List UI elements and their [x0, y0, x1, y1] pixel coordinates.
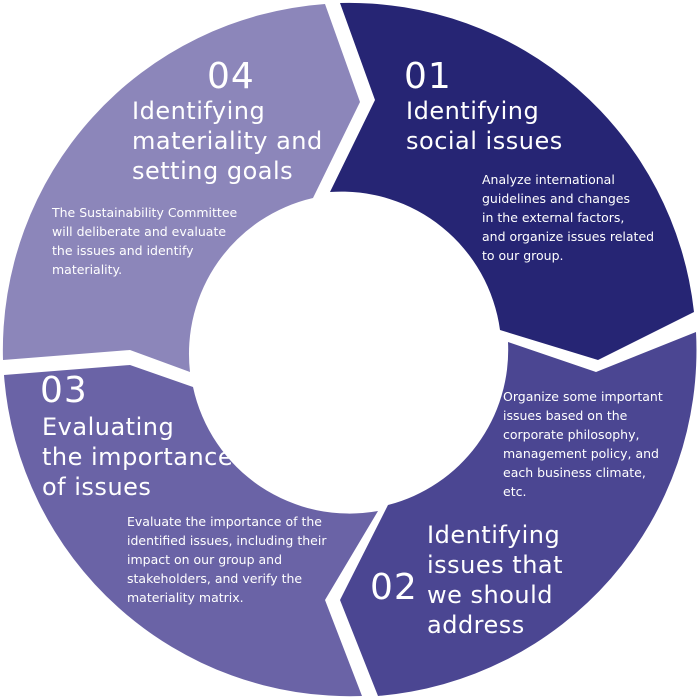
- step-04-title-line: materiality and: [132, 127, 323, 155]
- step-01-description-line: to our group.: [482, 248, 564, 263]
- step-02-description-line: Organize some important: [503, 389, 663, 404]
- step-02-description-line: each business climate,: [503, 465, 646, 480]
- step-03-description-line: materiality matrix.: [127, 590, 244, 605]
- step-03-description-line: Evaluate the importance of the: [127, 514, 322, 529]
- step-03-title-line: Evaluating: [42, 413, 175, 441]
- step-04-title-line: setting goals: [132, 157, 294, 185]
- step-02-title-line: Identifying: [427, 521, 561, 549]
- step-02-description-line: corporate philosophy,: [503, 427, 640, 442]
- step-03-number: 03: [40, 370, 88, 411]
- step-04-number: 04: [207, 56, 255, 97]
- step-01-description-line: and organize issues related: [482, 229, 655, 244]
- step-03-title-line: the importance: [42, 443, 234, 471]
- step-02-number: 02: [370, 567, 418, 608]
- step-01-description-line: in the external factors,: [482, 210, 625, 225]
- step-02-description-line: management policy, and: [503, 446, 659, 461]
- step-04-description-line: materiality.: [52, 262, 123, 277]
- step-04-title-line: Identifying: [132, 97, 266, 125]
- step-02-description-line: etc.: [503, 484, 527, 499]
- step-03-description-line: stakeholders, and verify the: [127, 571, 303, 586]
- step-01-description-line: guidelines and changes: [482, 191, 631, 206]
- step-04-description-line: the issues and identify: [52, 243, 194, 258]
- step-04-description: The Sustainability Committee will delibe…: [52, 203, 237, 279]
- segment-step-04: [2, 4, 361, 372]
- step-03-title-line: of issues: [42, 473, 152, 501]
- step-04-title: Identifying materiality and setting goal…: [132, 96, 323, 186]
- step-02-description: Organize some important issues based on …: [503, 387, 663, 501]
- step-03-description-line: identified issues, including their: [127, 533, 327, 548]
- step-02-title-line: issues that: [427, 551, 564, 579]
- step-02-description-line: issues based on the: [503, 408, 628, 423]
- step-03-title: Evaluating the importance of issues: [42, 412, 233, 502]
- step-01-title: Identifying social issues: [406, 96, 563, 156]
- segment-step-03: [4, 365, 378, 697]
- step-03-description: Evaluate the importance of the identifie…: [127, 512, 326, 607]
- step-04-description-line: The Sustainability Committee: [52, 205, 238, 220]
- step-01-title-line: social issues: [406, 127, 563, 155]
- segment-step-01: [330, 2, 694, 360]
- segment-step-02: [340, 332, 697, 696]
- step-01-title-line: Identifying: [406, 97, 540, 125]
- step-02-title-line: we should: [427, 581, 554, 609]
- step-01-description: Analyze international guidelines and cha…: [482, 170, 654, 265]
- step-03-description-line: impact on our group and: [127, 552, 283, 567]
- step-02-title-line: address: [427, 611, 525, 639]
- step-01-description-line: Analyze international: [482, 172, 615, 187]
- step-02-title: Identifying issues that we should addres…: [427, 520, 563, 640]
- step-04-description-line: will deliberate and evaluate: [52, 224, 227, 239]
- step-01-number: 01: [404, 56, 452, 97]
